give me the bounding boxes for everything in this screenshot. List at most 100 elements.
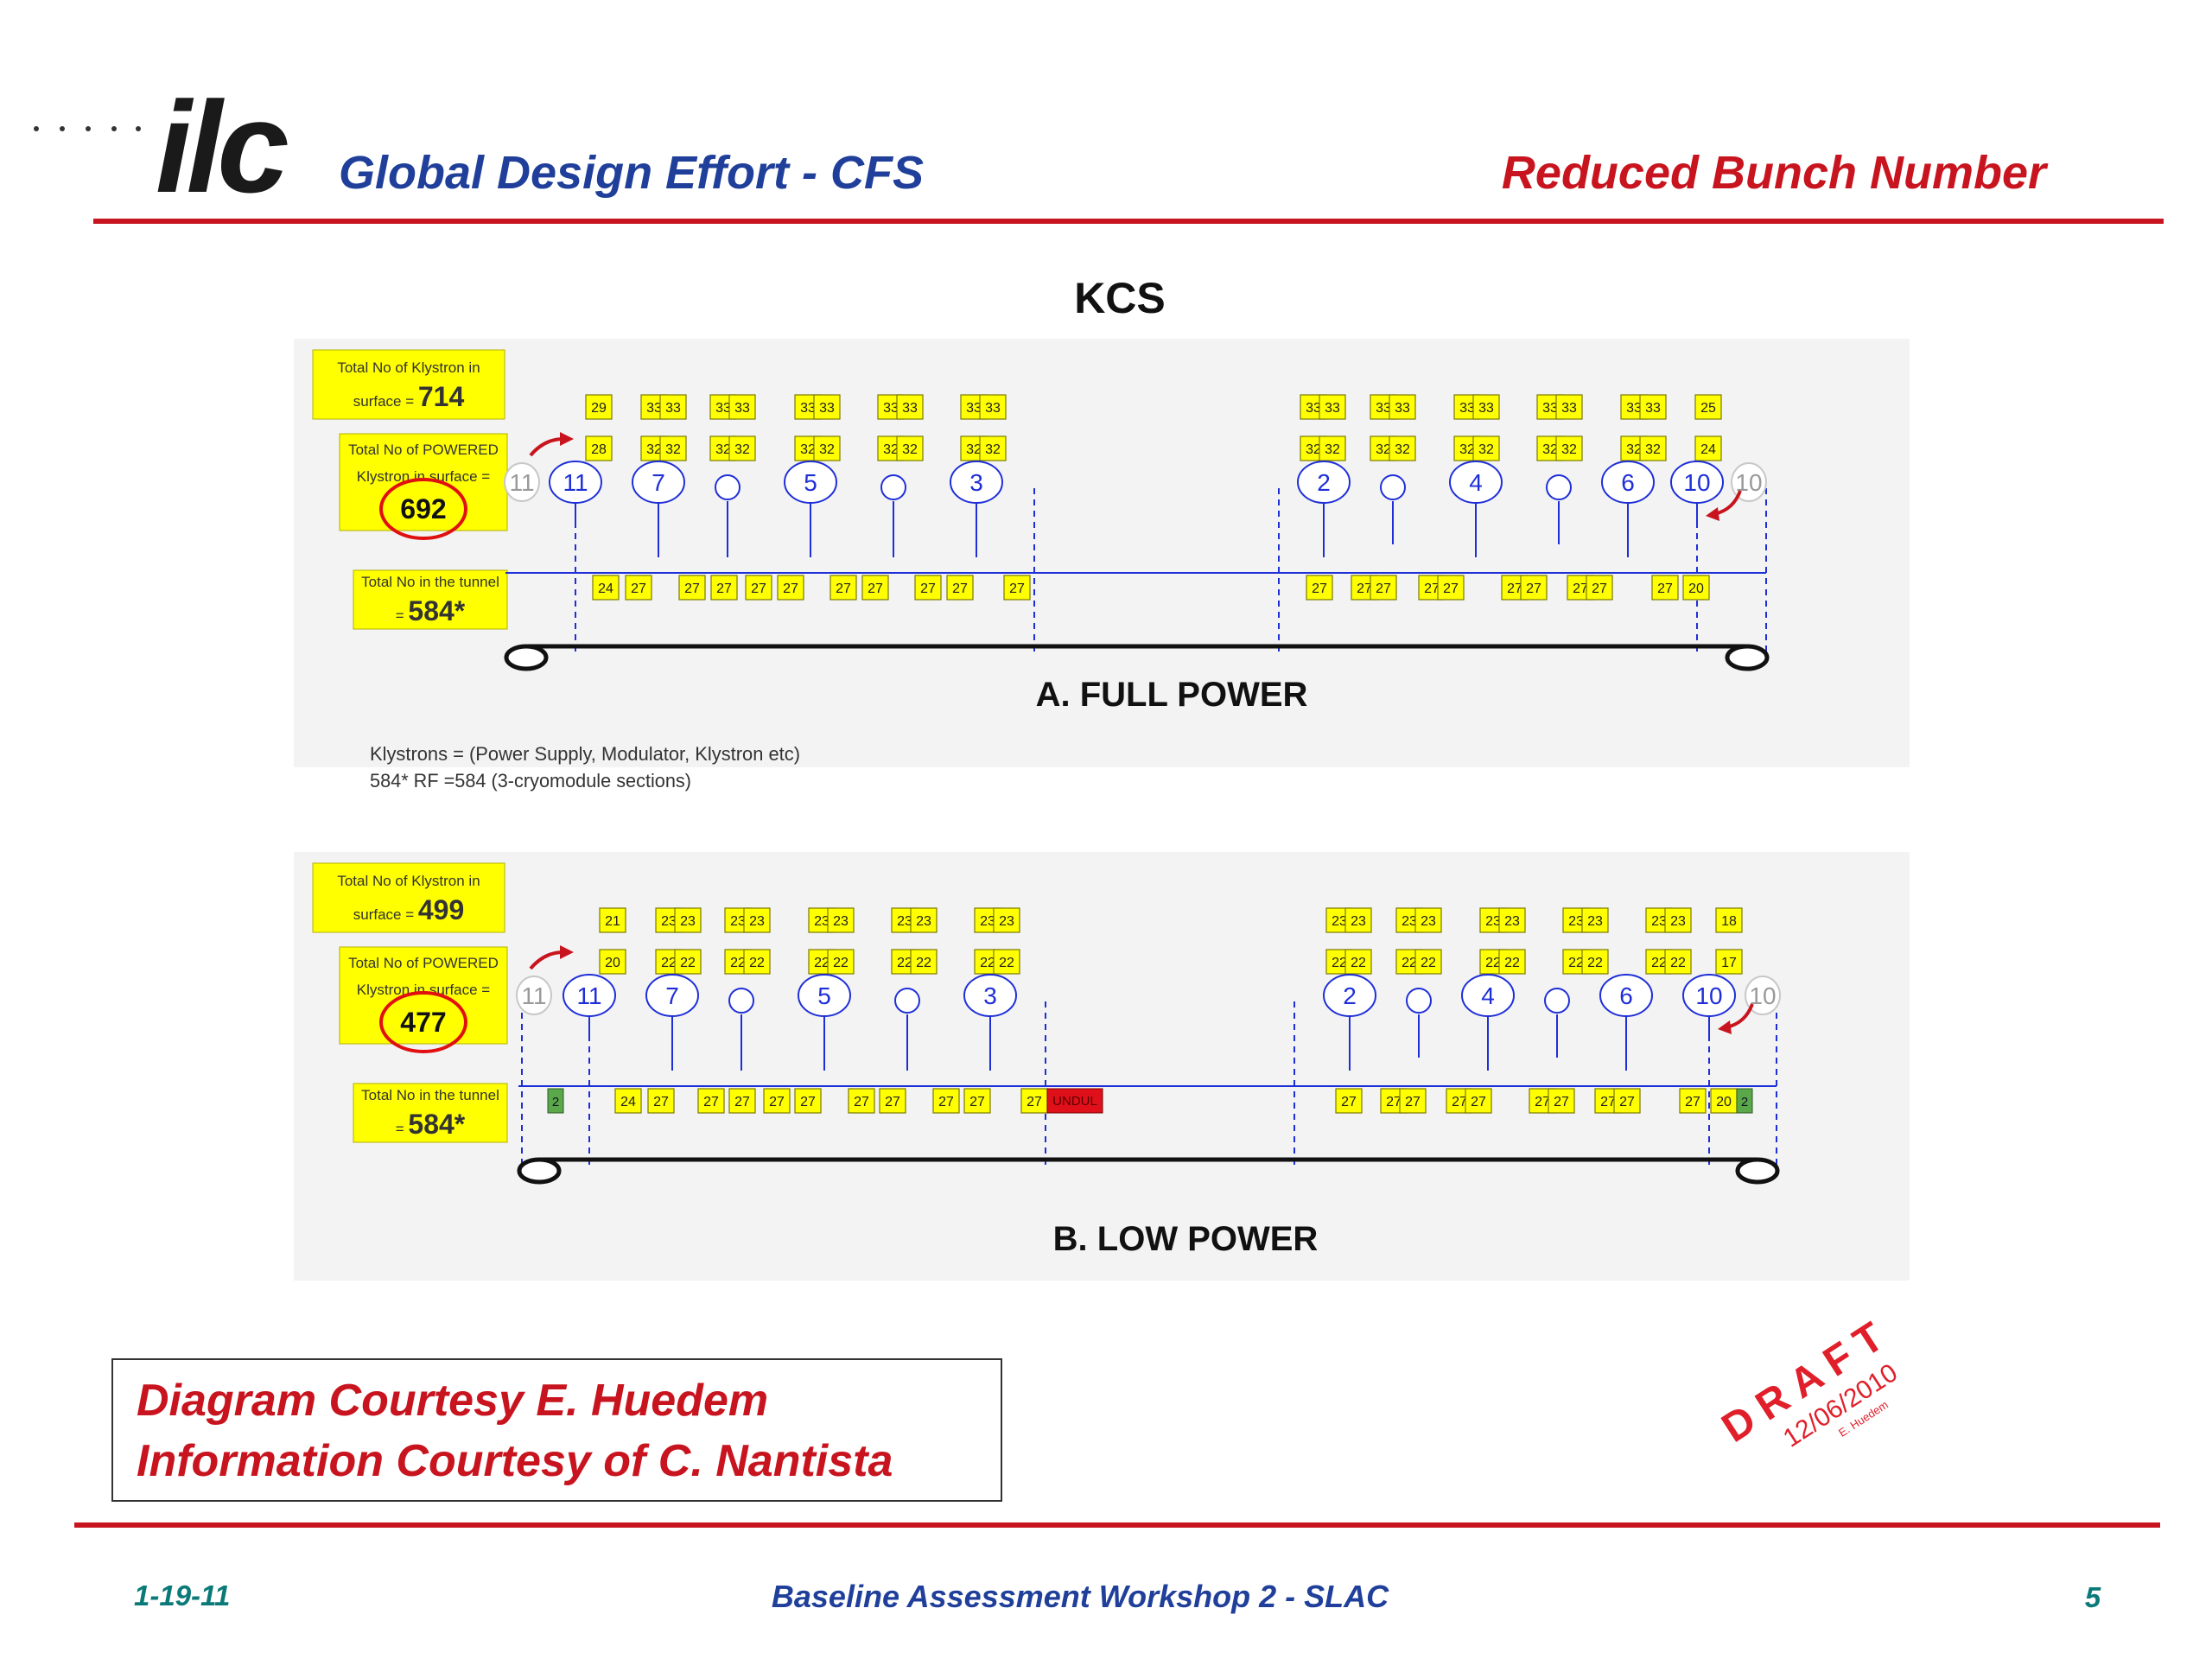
shaft bbox=[715, 474, 741, 557]
shaft bbox=[728, 988, 754, 1071]
pad-value: 23 bbox=[833, 914, 849, 929]
pad-value: 27 bbox=[1357, 582, 1372, 596]
klystron-count-pad: 27 bbox=[963, 1088, 991, 1114]
pad-value: 27 bbox=[938, 1095, 954, 1109]
pad-value: 27 bbox=[1424, 582, 1440, 596]
header-rule bbox=[93, 219, 2164, 224]
tunnel-label: Total No in the tunnel bbox=[361, 574, 499, 590]
klystron-count-pad: 33 bbox=[1555, 394, 1583, 420]
klystron-count-pad: 27 bbox=[1613, 1088, 1641, 1114]
pad-value: 24 bbox=[1700, 442, 1716, 457]
klystron-count-pad: 24 bbox=[592, 575, 620, 601]
pad-value: 25 bbox=[1700, 401, 1716, 416]
tunnel-total-line: = 584* bbox=[396, 595, 466, 626]
surface-total-line: surface = 499 bbox=[353, 894, 465, 925]
pad-value: 32 bbox=[1561, 442, 1577, 457]
pad-value: 27 bbox=[969, 1095, 985, 1109]
pad-value: 27 bbox=[751, 582, 766, 596]
pad-value: 27 bbox=[1009, 582, 1025, 596]
shaft-oval bbox=[950, 461, 1003, 504]
pad-value: 27 bbox=[868, 582, 883, 596]
shaft-label: 4 bbox=[1481, 982, 1495, 1009]
klystron-count-pad: 27 bbox=[861, 575, 889, 601]
pad-value: 32 bbox=[800, 442, 816, 457]
pad-value: 33 bbox=[1645, 401, 1661, 416]
klystron-count-pad: 33 bbox=[896, 394, 924, 420]
diagram-title: KCS bbox=[1074, 274, 1166, 322]
pad-value: 33 bbox=[966, 401, 982, 416]
pad-value: 32 bbox=[1306, 442, 1321, 457]
shaft-oval bbox=[1601, 461, 1655, 504]
klystron-count-pad: 32 bbox=[1472, 435, 1500, 461]
shaft: 6 bbox=[1599, 974, 1653, 1071]
logo-text: ilc bbox=[156, 74, 288, 219]
shaft: 7 bbox=[632, 461, 685, 557]
klystron-count-pad: 33 bbox=[1472, 394, 1500, 420]
pad-value: 22 bbox=[749, 956, 765, 970]
shaft-label: 2 bbox=[1343, 982, 1357, 1009]
klystron-count-pad: 27 bbox=[794, 1088, 822, 1114]
pad-value: 23 bbox=[661, 914, 677, 929]
pad-value: 27 bbox=[1526, 582, 1541, 596]
pad-value: 23 bbox=[1651, 914, 1667, 929]
klystron-count-pad: 22 bbox=[1344, 949, 1372, 975]
shaft-oval bbox=[563, 974, 616, 1017]
shaft-label: 2 bbox=[1317, 469, 1331, 496]
pad-value: 22 bbox=[1421, 956, 1436, 970]
pad-value: 32 bbox=[1478, 442, 1494, 457]
shaft-access-circle bbox=[1546, 474, 1572, 500]
pad-value: 33 bbox=[1459, 401, 1475, 416]
surface-prefix: surface = bbox=[353, 393, 418, 410]
tunnel-box bbox=[353, 1083, 508, 1143]
pad-value: 29 bbox=[591, 401, 607, 416]
end-station-pad: 2 bbox=[547, 1088, 564, 1114]
surface-total: 499 bbox=[418, 894, 464, 925]
klystron-count-pad: 20 bbox=[1710, 1088, 1738, 1114]
panel-caption: A. FULL POWER bbox=[1036, 676, 1308, 714]
surface-box bbox=[312, 349, 505, 420]
pad-value: 27 bbox=[952, 582, 968, 596]
ilc-logo: ilc bbox=[34, 74, 293, 219]
surface-prefix: surface = bbox=[353, 906, 418, 923]
tunnel-prefix: = bbox=[396, 1121, 409, 1137]
powered-label-1: Total No of POWERED bbox=[348, 955, 499, 971]
pad-value: 27 bbox=[1592, 582, 1607, 596]
credit-diagram: Diagram Courtesy E. Huedem bbox=[137, 1376, 768, 1426]
klystron-count-pad: 22 bbox=[1414, 949, 1442, 975]
klystron-count-pad: 24 bbox=[1694, 435, 1722, 461]
pad-value: 33 bbox=[1561, 401, 1577, 416]
pad-value: 22 bbox=[1651, 956, 1667, 970]
pad-value: 32 bbox=[1542, 442, 1558, 457]
klystron-count-pad: 23 bbox=[674, 907, 702, 933]
pad-value: 33 bbox=[734, 401, 750, 416]
pad-value: 22 bbox=[1402, 956, 1417, 970]
pad-value: 27 bbox=[653, 1095, 669, 1109]
klystron-count-pad: 20 bbox=[599, 949, 626, 975]
shaft-oval bbox=[632, 461, 685, 504]
klystron-count-pad: 27 bbox=[1520, 575, 1548, 601]
klystron-count-pad: 28 bbox=[585, 435, 613, 461]
shaft-label: 7 bbox=[665, 982, 679, 1009]
shaft: 3 bbox=[963, 974, 1017, 1071]
powered-total: 692 bbox=[400, 493, 446, 524]
pad-value: 22 bbox=[1351, 956, 1366, 970]
klystron-count-pad: 33 bbox=[1389, 394, 1416, 420]
pad-value: 22 bbox=[1670, 956, 1686, 970]
powered-label-1: Total No of POWERED bbox=[348, 442, 499, 458]
pad-value: 33 bbox=[1376, 401, 1391, 416]
klystron-count-pad: 23 bbox=[1414, 907, 1442, 933]
shaft-label: 10 bbox=[1683, 469, 1710, 496]
klystron-count-pad: 23 bbox=[1581, 907, 1609, 933]
klystron-count-pad: 17 bbox=[1715, 949, 1743, 975]
pad-value: 24 bbox=[598, 582, 613, 596]
surface-total: 714 bbox=[418, 381, 465, 412]
tunnel-box bbox=[353, 569, 508, 630]
shaft-oval bbox=[1745, 976, 1781, 1015]
shaft bbox=[894, 988, 920, 1071]
powered-total-circle bbox=[379, 478, 467, 540]
shaft-oval bbox=[784, 461, 837, 504]
tunnel-total-line: = 584* bbox=[396, 1109, 466, 1140]
klystron-count-pad: 22 bbox=[1664, 949, 1692, 975]
